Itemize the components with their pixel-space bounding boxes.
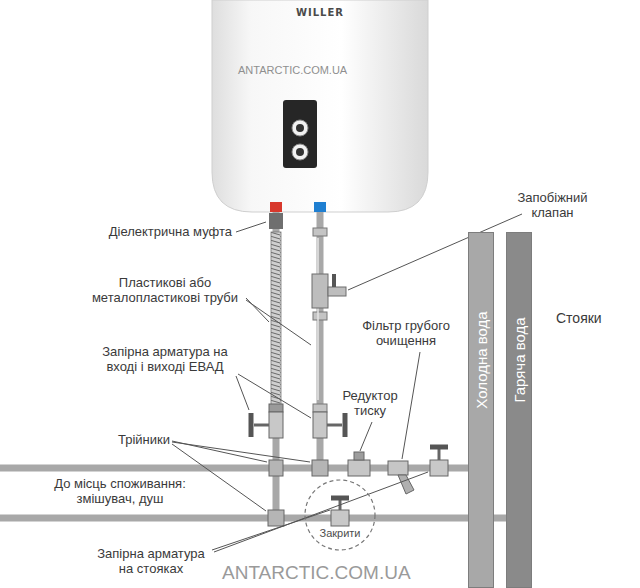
valve-stem bbox=[327, 424, 342, 427]
callout-circle bbox=[304, 479, 376, 551]
pressure-reducer-cap bbox=[354, 452, 364, 460]
node-text: Гаряча вода bbox=[511, 318, 528, 403]
callout-label: Фільтр грубого очищення bbox=[350, 318, 462, 348]
dashed-outline bbox=[305, 480, 375, 550]
callout-label: Запірна арматура на вході і виході ЕВАД bbox=[90, 344, 240, 374]
group-label: Стояки bbox=[556, 310, 626, 326]
control-knob-center bbox=[296, 124, 304, 132]
valve-stem bbox=[254, 424, 269, 427]
valve-handle bbox=[430, 445, 448, 450]
control-panel bbox=[283, 100, 317, 168]
valve-handle bbox=[249, 413, 254, 437]
hot-supply-pipe bbox=[0, 515, 276, 522]
leader-line bbox=[236, 376, 249, 410]
leader-line bbox=[214, 472, 428, 552]
valve-handle bbox=[343, 413, 348, 437]
watermark: ANTARCTIC.COM.UA bbox=[222, 562, 442, 584]
leader-line bbox=[348, 214, 522, 290]
leader-line bbox=[212, 510, 330, 550]
callout-label: Трійники bbox=[90, 432, 170, 447]
coarse-filter bbox=[388, 461, 408, 475]
shutoff-valve-body bbox=[269, 412, 283, 438]
control-knob bbox=[292, 144, 308, 160]
cold-inlet-cap bbox=[314, 202, 326, 212]
leader-line bbox=[238, 374, 311, 418]
pipe-crossing bbox=[269, 460, 283, 476]
node-text: Холодна вода bbox=[473, 312, 490, 409]
callout-label: Пластикові або металопластикові труби bbox=[80, 275, 250, 305]
cold-water-riser: Холодна вода bbox=[468, 232, 494, 588]
callout-label: Редуктор тиску bbox=[330, 388, 410, 418]
dielectric-coupling bbox=[269, 213, 283, 229]
leader-line bbox=[360, 422, 372, 451]
water-pipe bbox=[320, 212, 468, 468]
safety-valve-lever bbox=[332, 274, 336, 287]
control-knob-center bbox=[296, 148, 304, 156]
pipe-coupling bbox=[313, 228, 327, 236]
watermark: ANTARCTIC.COM.UA bbox=[238, 64, 368, 77]
tee-fitting bbox=[312, 460, 328, 476]
node-text: Закрити bbox=[304, 527, 376, 540]
pipe-coupling bbox=[313, 312, 327, 320]
pipe-coupling bbox=[269, 404, 283, 412]
hot-water-riser: Гаряча вода bbox=[506, 232, 532, 588]
callout-label: До місць споживання: змішувач, душ bbox=[40, 476, 200, 506]
callout-label: Запірна арматура на стояках bbox=[92, 546, 210, 576]
hot-outlet-cap bbox=[270, 202, 282, 212]
heater-body bbox=[212, 0, 428, 212]
tee-fitting bbox=[268, 510, 284, 526]
leader-line bbox=[402, 352, 420, 459]
pressure-reducer bbox=[348, 460, 370, 476]
node-text: WILLER bbox=[212, 7, 428, 18]
corrugated-hose bbox=[271, 232, 281, 406]
leader-line bbox=[236, 222, 266, 232]
shutoff-valve-body bbox=[313, 412, 327, 438]
leader-line bbox=[246, 300, 311, 345]
pipe-highlight bbox=[317, 238, 319, 400]
closed-valve-body bbox=[331, 510, 349, 526]
closed-valve-callout: Закрити bbox=[304, 479, 376, 551]
pipe-coupling bbox=[313, 404, 327, 412]
leader-line bbox=[246, 298, 269, 322]
water-heater: WILLER bbox=[212, 0, 428, 212]
leader-line bbox=[172, 444, 266, 511]
safety-valve-body bbox=[312, 274, 328, 308]
valve-stem bbox=[438, 449, 441, 460]
safety-valve-outlet bbox=[328, 287, 346, 296]
callout-label: Діелектрична муфта bbox=[60, 224, 232, 239]
riser-valve-body bbox=[430, 460, 448, 476]
callout-label: Запобіжний клапан bbox=[505, 190, 600, 220]
valve-handle bbox=[331, 496, 349, 501]
control-knob bbox=[292, 120, 308, 136]
